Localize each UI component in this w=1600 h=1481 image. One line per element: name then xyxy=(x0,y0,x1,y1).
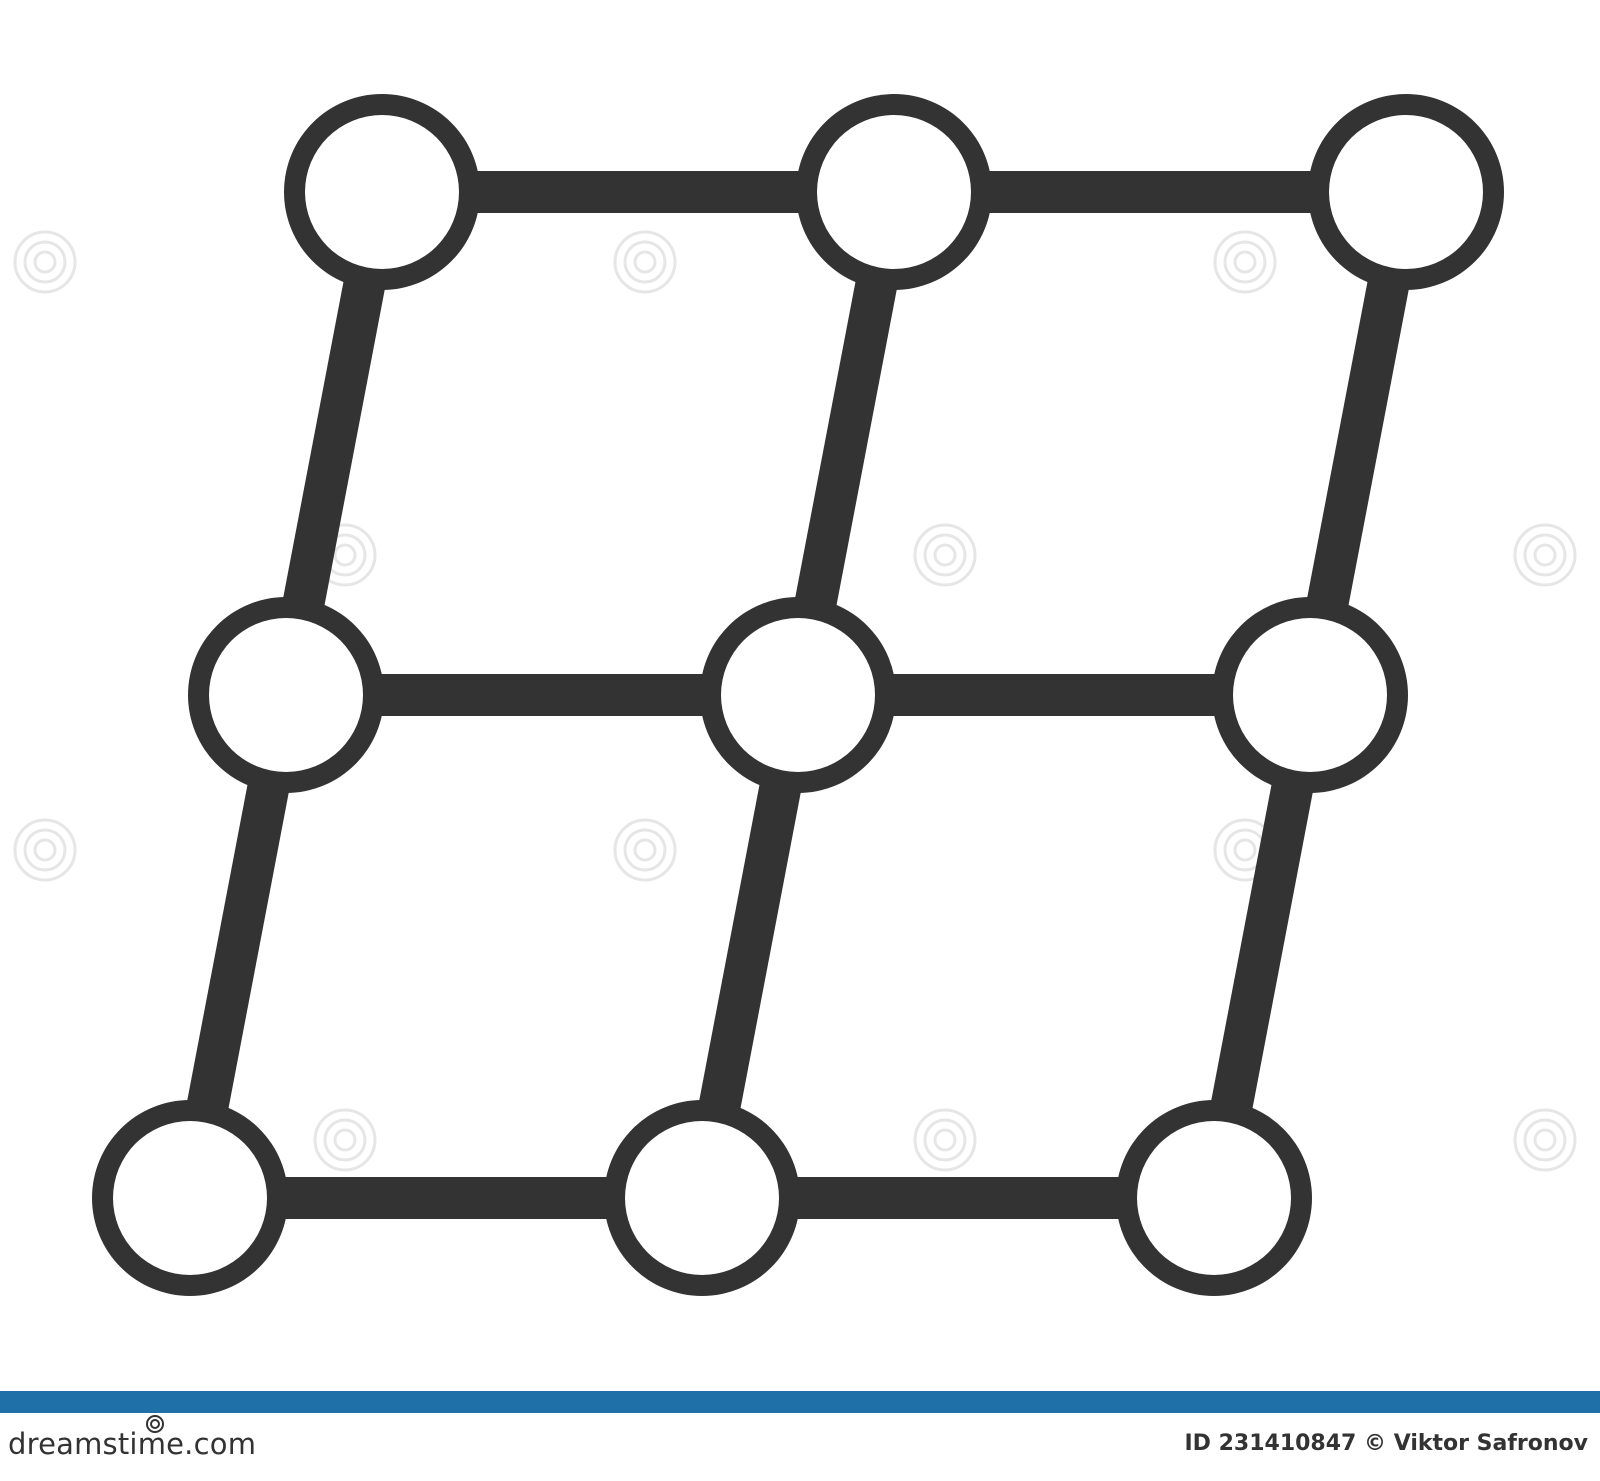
footer-bar: dreamstime.com ID 231410847 © Viktor Saf… xyxy=(0,1391,1600,1481)
grid-node xyxy=(1308,94,1504,290)
image-id: ID 231410847 xyxy=(1184,1431,1357,1456)
footer-logo[interactable]: dreamstime.com xyxy=(8,1427,257,1461)
author-name[interactable]: Viktor Safronov xyxy=(1393,1431,1588,1456)
grid-node xyxy=(604,1100,800,1296)
swirl-icon xyxy=(146,1415,164,1433)
copyright-symbol: © xyxy=(1364,1431,1387,1456)
grid-node xyxy=(1212,597,1408,793)
footer-credit: ID 231410847 © Viktor Safronov xyxy=(1184,1431,1588,1456)
grid-node xyxy=(1116,1100,1312,1296)
footer-accent-stripe xyxy=(0,1391,1600,1413)
grid-node xyxy=(188,597,384,793)
grid-node xyxy=(700,597,896,793)
grid-node xyxy=(284,94,480,290)
grid-node xyxy=(92,1100,288,1296)
grid-node xyxy=(796,94,992,290)
grid-network-icon xyxy=(92,94,1504,1296)
